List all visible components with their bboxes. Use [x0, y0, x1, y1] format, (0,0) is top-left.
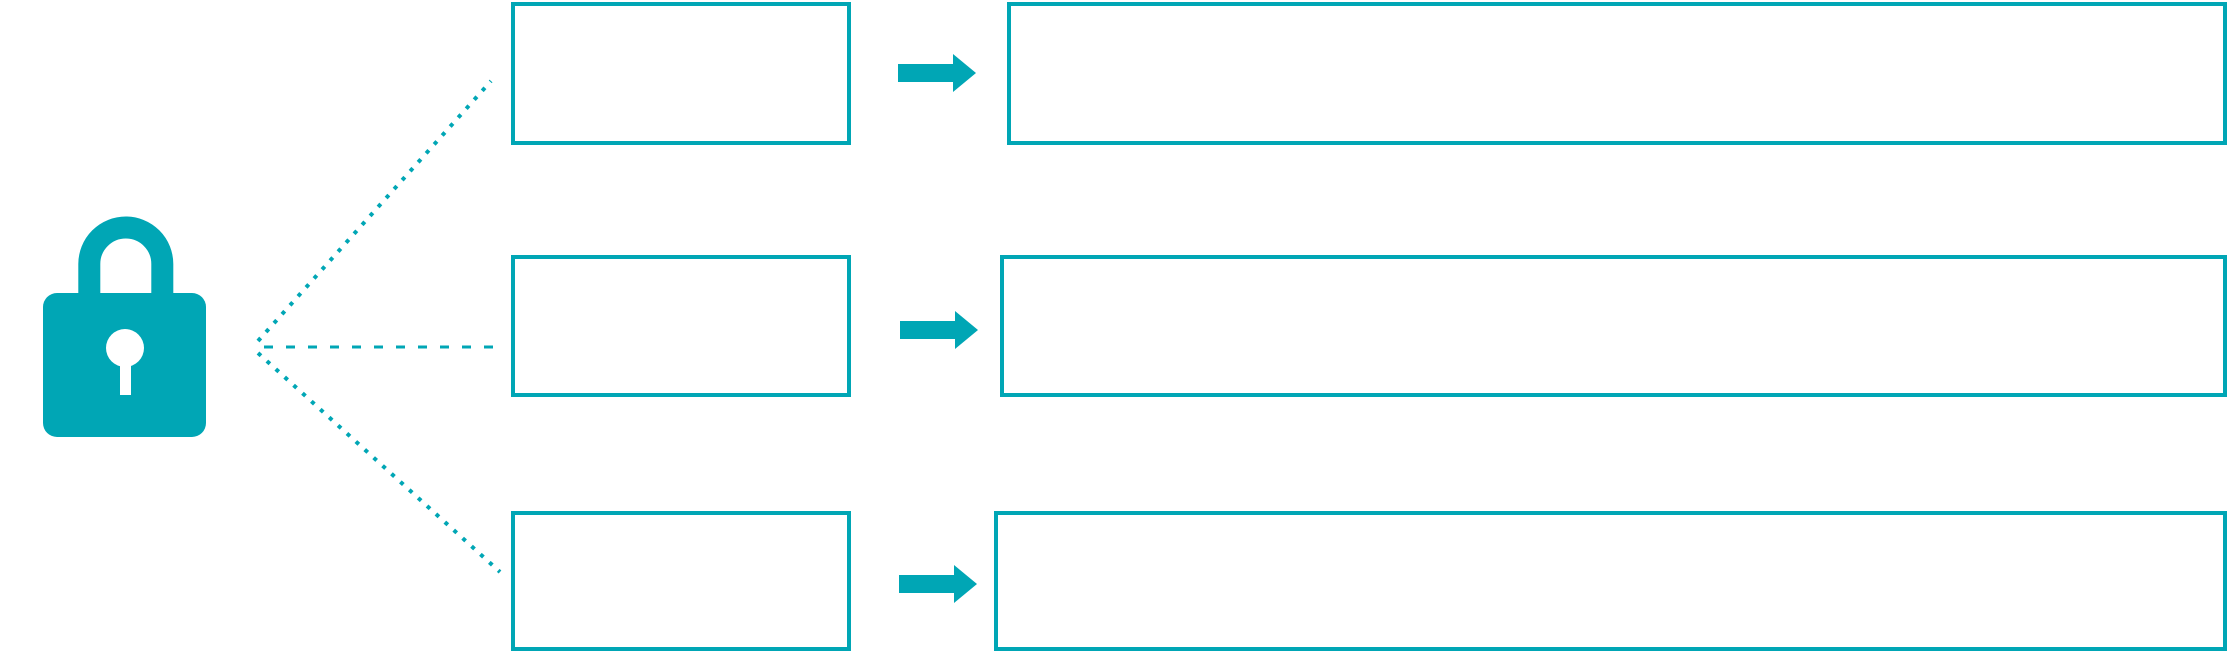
description-box-row3 — [994, 511, 2227, 651]
term-box-row3 — [511, 511, 851, 651]
connector-top — [256, 79, 493, 343]
arrow-right-icon — [900, 311, 978, 349]
term-box-row1 — [511, 2, 851, 145]
arrow-right-icon — [899, 565, 977, 603]
lock-icon — [43, 216, 206, 437]
description-box-row1 — [1007, 2, 2227, 145]
connector-bottom — [256, 351, 502, 574]
description-box-row2 — [1000, 255, 2227, 397]
arrow-right-icon — [898, 54, 976, 92]
term-box-row2 — [511, 255, 851, 397]
